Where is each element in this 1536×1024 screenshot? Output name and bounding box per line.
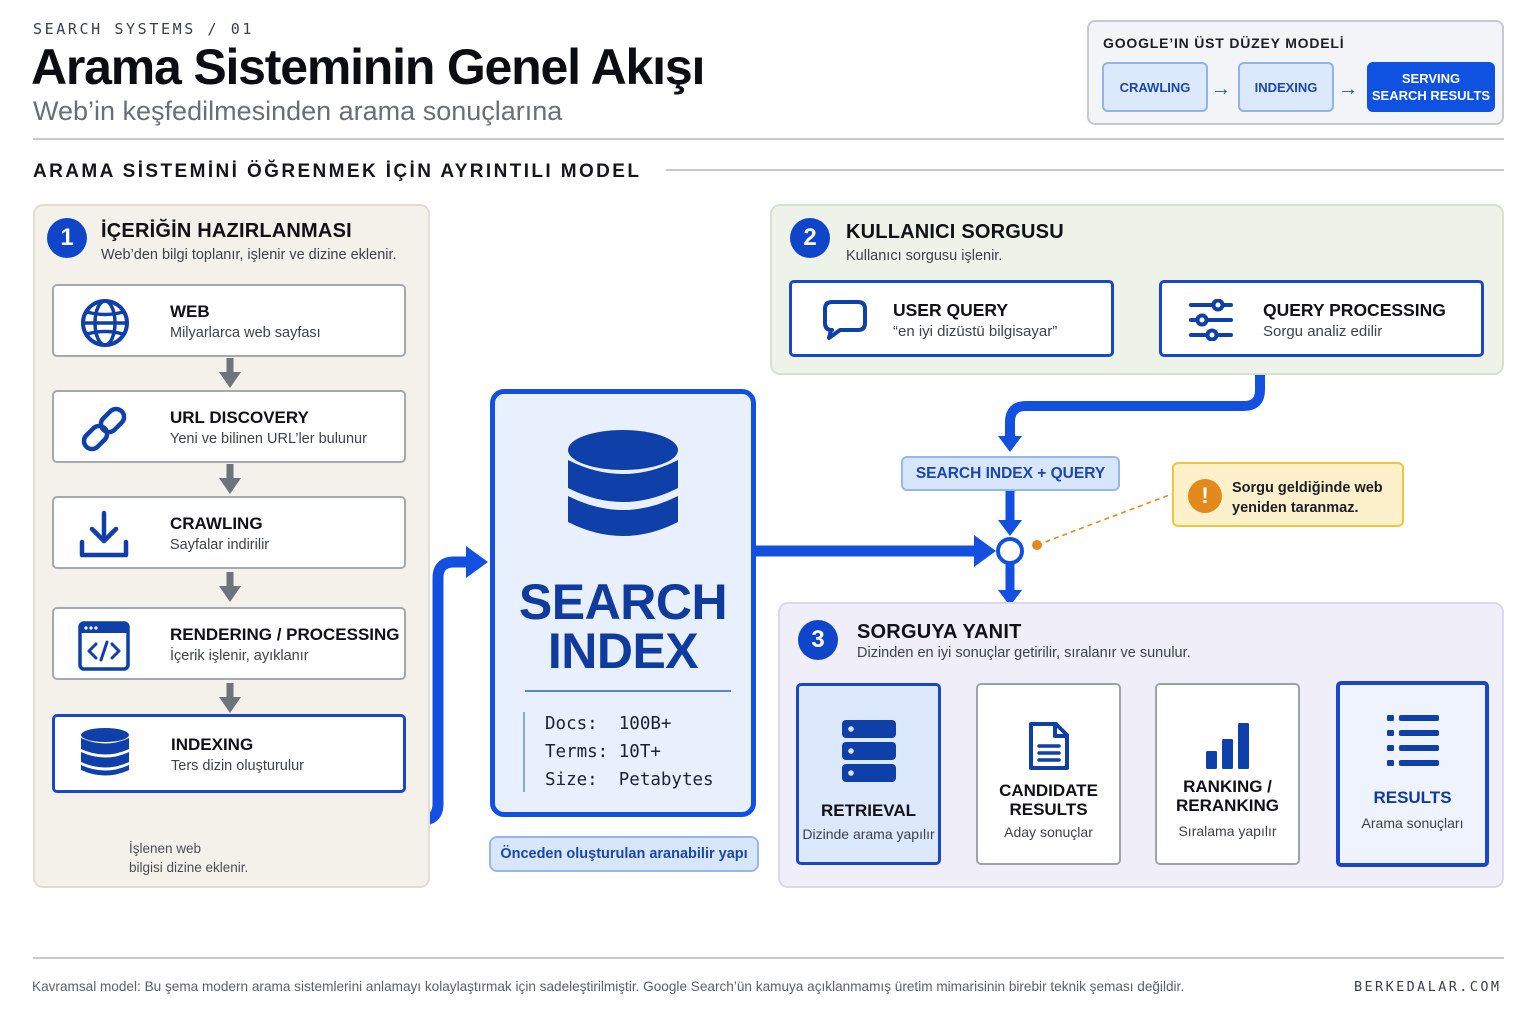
user-query-example: “en iyi dizüstü bilgisayar” bbox=[893, 323, 1058, 340]
page-title: Arama Sisteminin Genel Akışı bbox=[31, 39, 705, 95]
step-title: WEB bbox=[170, 302, 210, 321]
step-subtitle: Milyarlarca web sayfası bbox=[170, 325, 321, 341]
list-icon bbox=[1386, 715, 1439, 766]
panel-title: SORGUYA YANIT bbox=[857, 621, 1022, 643]
user-query-title: USER QUERY bbox=[893, 300, 1009, 320]
step-subtitle: Yeni ve bilinen URL’ler bulunur bbox=[170, 431, 367, 447]
database-icon bbox=[568, 430, 678, 536]
eyebrow: SEARCH SYSTEMS / 01 bbox=[33, 20, 254, 38]
retrieval-stage: RETRIEVAL Dizinde arama yapılır bbox=[796, 683, 941, 865]
globe-icon bbox=[81, 299, 129, 347]
user-query-box: USER QUERY “en iyi dizüstü bilgisayar” bbox=[789, 280, 1114, 357]
index-stat-size: Size: Petabytes bbox=[545, 770, 714, 790]
step-subtitle: Ters dizin oluşturulur bbox=[171, 758, 304, 774]
crawling-step: CRAWLING Sayfalar indirilir bbox=[52, 496, 406, 569]
step-number-badge: 1 bbox=[47, 218, 87, 258]
index-divider bbox=[525, 690, 731, 692]
arrow-right-icon: → bbox=[1211, 78, 1231, 100]
database-icon bbox=[81, 728, 129, 776]
top-level-model-box: GOOGLE’IN ÜST DÜZEY MODELİ CRAWLING → IN… bbox=[1087, 20, 1504, 125]
arrow-down-icon bbox=[219, 464, 241, 494]
query-processing-title: QUERY PROCESSING bbox=[1263, 300, 1446, 320]
header-divider bbox=[33, 138, 1504, 140]
stage-subtitle: Dizinde arama yapılır bbox=[802, 826, 935, 842]
step-title: RENDERING / PROCESSING bbox=[170, 625, 400, 644]
panel-subtitle: Dizinden en iyi sonuçlar getirilir, sıra… bbox=[857, 645, 1191, 661]
footer-divider bbox=[33, 957, 1504, 959]
download-icon bbox=[79, 510, 129, 558]
step-title: CRAWLING bbox=[170, 514, 263, 533]
query-processing-subtitle: Sorgu analiz edilir bbox=[1263, 323, 1383, 340]
arrow-down-icon bbox=[219, 683, 241, 713]
arrow-down-icon bbox=[219, 358, 241, 388]
code-window-icon bbox=[78, 621, 130, 671]
step-number-badge: 2 bbox=[790, 218, 830, 258]
page-subtitle: Web’in keşfedilmesinden arama sonuçların… bbox=[33, 96, 563, 126]
footer-disclaimer: Kavramsal model: Bu şema modern arama si… bbox=[32, 979, 1185, 994]
stage-title: RETRIEVAL bbox=[820, 801, 917, 820]
panel-title: İÇERİĞİN HAZIRLANMASI bbox=[101, 220, 352, 242]
section-divider bbox=[666, 169, 1504, 171]
exclamation-icon: ! bbox=[1188, 479, 1222, 513]
index-stat-terms: Terms: 10T+ bbox=[545, 742, 661, 762]
top-model-crawling-chip: CRAWLING bbox=[1102, 62, 1208, 112]
query-processing-box: QUERY PROCESSING Sorgu analiz edilir bbox=[1159, 280, 1484, 357]
search-index-title-line2: INDEX bbox=[547, 623, 699, 679]
stage-title: RANKING / RERANKING bbox=[1176, 777, 1279, 815]
results-stage: RESULTS Arama sonuçları bbox=[1336, 681, 1489, 867]
ranking-stage: RANKING / RERANKING Sıralama yapılır bbox=[1155, 683, 1300, 865]
step-subtitle: Sayfalar indirilir bbox=[170, 537, 270, 553]
arrow-down-icon bbox=[219, 572, 241, 602]
panel-subtitle: Web’den bilgi toplanır, işlenir ve dizin… bbox=[101, 247, 397, 263]
step-subtitle: İçerik işlenir, ayıklanır bbox=[170, 648, 309, 664]
search-index-title-line1: SEARCH bbox=[518, 574, 728, 630]
stage-title: CANDIDATE RESULTS bbox=[999, 781, 1098, 819]
arrow-right-icon: → bbox=[1338, 78, 1358, 100]
panel-title: KULLANICI SORGUSU bbox=[846, 221, 1064, 243]
section-label: ARAMA SİSTEMİNİ ÖĞRENMEK İÇİN AYRINTILI … bbox=[33, 161, 642, 182]
warning-text: Sorgu geldiğinde web yeniden taranmaz. bbox=[1232, 480, 1383, 516]
warning-callout: ! Sorgu geldiğinde web yeniden taranmaz. bbox=[1172, 462, 1404, 527]
web-step: WEB Milyarlarca web sayfası bbox=[52, 284, 406, 357]
stage-title: RESULTS bbox=[1373, 788, 1452, 807]
url-discovery-step: URL DISCOVERY Yeni ve bilinen URL’ler bu… bbox=[52, 390, 406, 463]
search-index-box: SEARCH INDEX Docs: 100B+ Terms: 10T+ Siz… bbox=[490, 389, 756, 817]
server-stack-icon bbox=[841, 720, 896, 782]
rendering-processing-step: RENDERING / PROCESSING İçerik işlenir, a… bbox=[52, 607, 406, 680]
link-icon bbox=[81, 406, 127, 452]
step-title: INDEXING bbox=[171, 735, 254, 754]
stage-subtitle: Sıralama yapılır bbox=[1178, 823, 1277, 839]
indexing-step: INDEXING Ters dizin oluşturulur bbox=[52, 714, 406, 793]
search-index-query-label: SEARCH INDEX + QUERY bbox=[901, 456, 1120, 491]
indexing-note: İşlenen web bilgisi dizine eklenir. bbox=[129, 841, 249, 875]
top-model-serving-chip: SERVING SEARCH RESULTS bbox=[1367, 62, 1495, 112]
step-title: URL DISCOVERY bbox=[170, 408, 309, 427]
top-model-title: GOOGLE’IN ÜST DÜZEY MODELİ bbox=[1103, 35, 1345, 51]
chat-bubble-icon bbox=[823, 300, 867, 340]
top-model-indexing-chip: INDEXING bbox=[1238, 62, 1334, 112]
stage-subtitle: Arama sonuçları bbox=[1361, 815, 1464, 831]
bar-chart-icon bbox=[1205, 723, 1249, 769]
panel-subtitle: Kullanıcı sorgusu işlenir. bbox=[846, 248, 1003, 264]
footer-brand: BERKEDALAR.COM bbox=[1354, 979, 1502, 995]
step-number-badge: 3 bbox=[798, 620, 838, 660]
document-icon bbox=[1028, 722, 1069, 770]
stage-subtitle: Aday sonuçlar bbox=[1004, 824, 1093, 840]
candidate-results-stage: CANDIDATE RESULTS Aday sonuçlar bbox=[976, 683, 1121, 865]
index-stat-docs: Docs: 100B+ bbox=[545, 714, 672, 734]
search-index-caption: Önceden oluşturulan aranabilir yapı bbox=[489, 836, 759, 872]
index-stats-bar bbox=[523, 712, 525, 792]
sliders-icon bbox=[1189, 299, 1233, 341]
